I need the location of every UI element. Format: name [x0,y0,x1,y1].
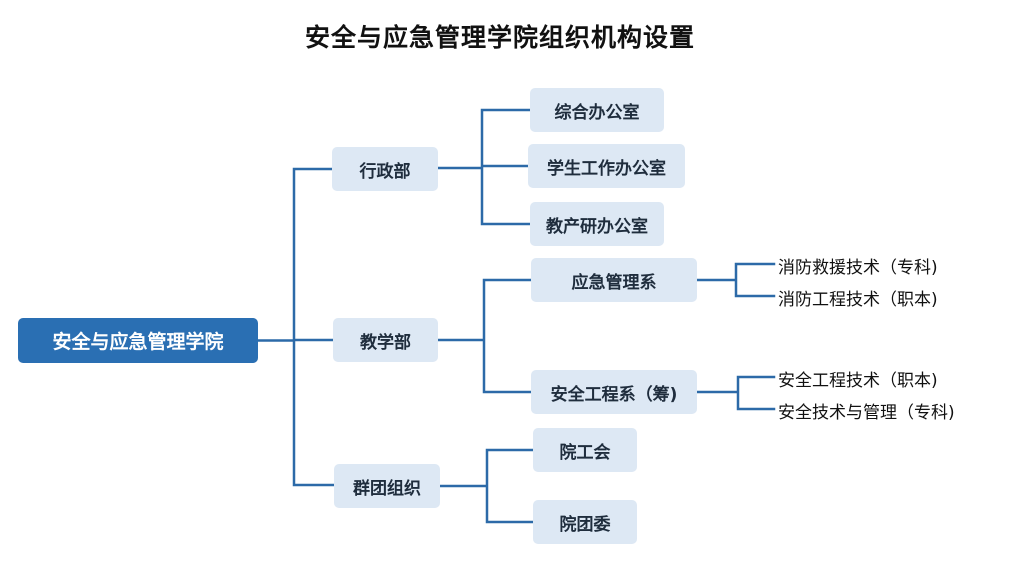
dept-node-admin: 行政部 [332,147,438,191]
connector-emergency-majors [695,262,776,298]
group-node-union: 院工会 [533,428,637,472]
major-leaf: 消防救援技术（专科) [778,258,938,278]
faculty-node-emergency: 应急管理系 [531,258,697,302]
connector-safety-majors [695,375,776,411]
connector-teaching [436,278,533,394]
group-node-youth-league: 院团委 [533,500,637,544]
faculty-node-safety: 安全工程系（筹) [531,370,697,414]
dept-node-teaching: 教学部 [333,318,438,362]
diagram-title: 安全与应急管理学院组织机构设置 [304,23,695,52]
connector-admin [436,108,532,226]
dept-node-groups: 群团组织 [334,464,440,508]
connector-groups [438,448,535,524]
office-node-general: 综合办公室 [530,88,664,132]
office-node-teaching-research: 教产研办公室 [530,202,664,246]
office-node-student-affairs: 学生工作办公室 [528,144,685,188]
major-leaf: 安全工程技术（职本) [778,371,938,391]
major-leaf: 安全技术与管理（专科) [778,403,955,423]
org-root-node: 安全与应急管理学院 [18,318,258,363]
connector-root [256,167,336,487]
major-leaf: 消防工程技术（职本) [778,290,938,310]
